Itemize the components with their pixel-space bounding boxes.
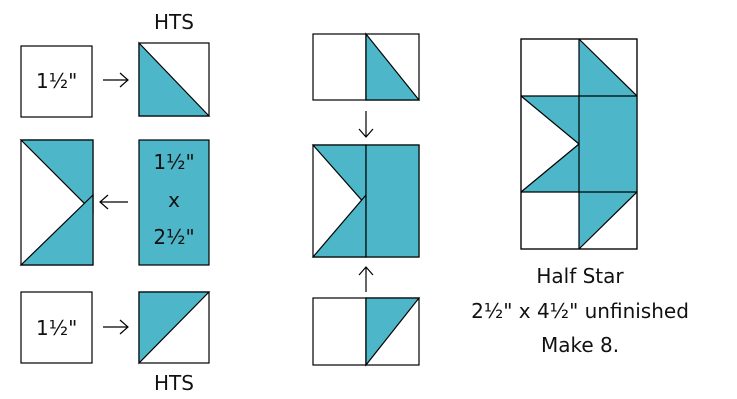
middle-top-pair (312, 32, 421, 101)
arrow-left-icon (99, 194, 128, 210)
square-size-label-bottom: 1½" (36, 316, 78, 340)
middle-bottom-pair (312, 297, 421, 367)
caption-count: Make 8. (540, 333, 620, 357)
square-size-label-top: 1½" (36, 69, 78, 93)
half-star-block (520, 38, 638, 250)
arrow-down-icon (358, 111, 374, 138)
hts-block-bottom (138, 291, 211, 365)
rect-size-line1: 1½" (153, 150, 195, 174)
rect-size-line3: 2½" (153, 225, 195, 249)
hts-block-top (138, 41, 211, 117)
arrow-right-icon (103, 319, 129, 335)
square-1-5-bottom (20, 291, 93, 364)
caption-size: 2½" x 4½" unfinished (471, 299, 689, 323)
rectangle-1-5-by-2-5 (138, 139, 210, 266)
hts-label-top: HTS (154, 10, 194, 34)
arrow-up-icon (358, 266, 374, 292)
arrow-right-icon (103, 72, 129, 88)
square-1-5-top (20, 45, 93, 118)
hts-label-bottom: HTS (154, 371, 194, 395)
rect-size-line2: x (168, 188, 180, 212)
middle-center-unit (311, 144, 420, 258)
flying-geese-unit (19, 139, 94, 266)
caption-title: Half Star (536, 264, 624, 288)
